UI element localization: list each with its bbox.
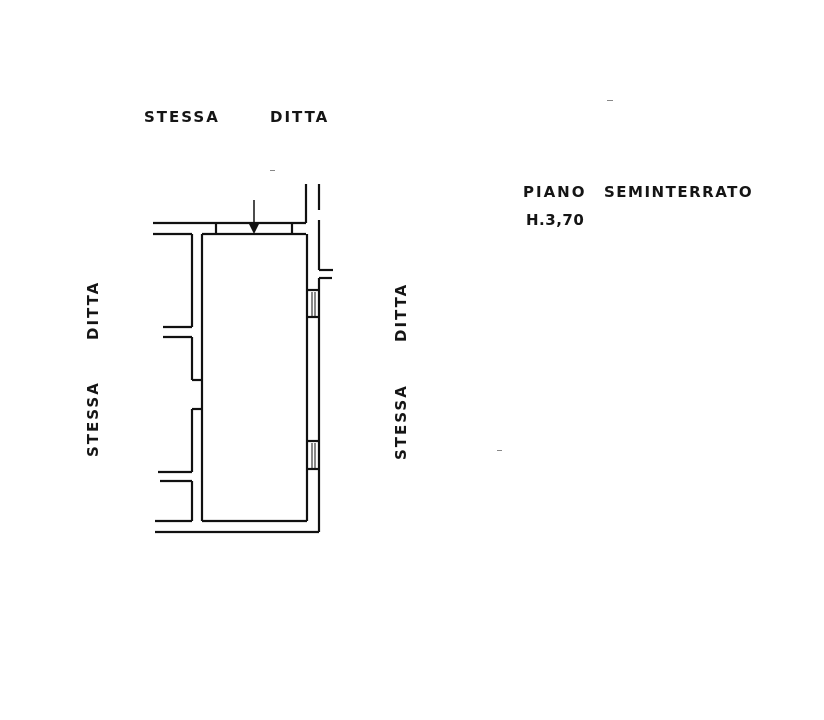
walls [153, 184, 333, 534]
arrow-down-icon [249, 200, 259, 234]
floor-name: SEMINTERRATO [604, 183, 754, 201]
height-label: H.3,70 [526, 211, 585, 229]
top-label-stessa: STESSA [144, 108, 220, 126]
top-label-ditta: DITTA [270, 108, 330, 126]
scan-marks [270, 100, 613, 451]
floor-title: PIANO [523, 183, 587, 201]
